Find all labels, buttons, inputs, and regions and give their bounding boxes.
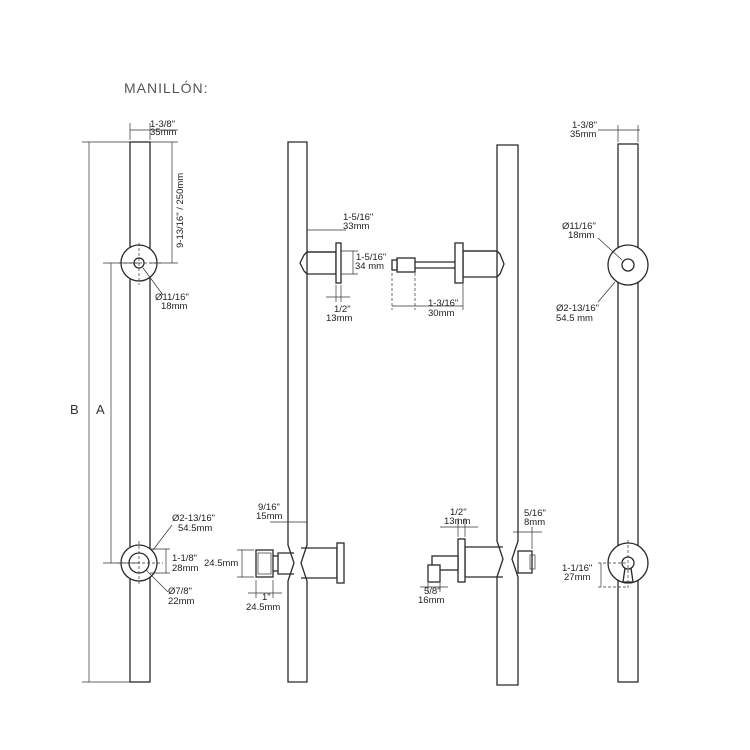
v3-bolt-in: 1-3/16"	[428, 298, 458, 309]
dim-B: B	[70, 402, 79, 417]
v1-rose-in: Ø2-13/16"	[172, 513, 215, 524]
v2-bot-in: 1"	[262, 592, 271, 603]
v4-rose-in: Ø2-13/16"	[556, 303, 599, 314]
v1-hole-mm: 18mm	[161, 301, 187, 312]
v2-neck-mm: 15mm	[256, 511, 282, 522]
v3-thick-mm: 13mm	[444, 516, 470, 527]
v3-bolt-mm: 30mm	[428, 308, 454, 319]
v2-plate-mm: 34 mm	[355, 261, 384, 272]
v4-off-mm: 27mm	[564, 572, 590, 583]
v4-hole-in: Ø11/16"	[562, 221, 596, 232]
v2-stand-in: 1-5/16"	[343, 212, 373, 223]
side-view-left: 1-5/16" 33mm 1-5/16" 34 mm 1/2" 13mm 9/1…	[204, 141, 386, 683]
v1-hole-in: Ø11/16"	[155, 292, 189, 303]
v1-width-mm: 35mm	[150, 127, 176, 138]
v1-rose-mm: 54.5mm	[178, 523, 212, 534]
v2-thick-in: 1/2"	[334, 304, 351, 315]
v4-off-in: 1-1/16"	[562, 563, 592, 574]
front-view-dimensions: 1-3/8" 35mm 9-13/16" / 250mm B A Ø11/16"…	[70, 119, 215, 683]
v4-width-in: 1-3/8"	[572, 120, 597, 131]
v3-stub-mm: 16mm	[418, 595, 444, 606]
v2-side-mm: 24.5mm	[204, 558, 238, 569]
title: MANILLÓN:	[124, 80, 208, 96]
v2-thick-mm: 13mm	[326, 313, 352, 324]
dim-A: A	[96, 402, 105, 417]
v2-stand-mm: 33mm	[343, 221, 369, 232]
v1-top-dim: 9-13/16" / 250mm	[175, 173, 186, 248]
v4-rose-mm: 54.5 mm	[556, 313, 593, 324]
v2-bot-mm: 24.5mm	[246, 602, 280, 613]
v2-neck-in: 9/16"	[258, 502, 280, 513]
v4-hole-mm: 18mm	[568, 230, 594, 241]
v1-bolt-mm: 22mm	[168, 596, 194, 607]
v1-off-mm: 28mm	[172, 563, 198, 574]
rear-view: 1-3/8" 35mm Ø11/16" 18mm Ø2-13/16" 54.5 …	[556, 120, 649, 683]
v1-off-in: 1-1/8"	[172, 553, 197, 564]
v3-neck-in: 5/16"	[524, 508, 546, 519]
v3-neck-mm: 8mm	[524, 517, 545, 528]
v4-width-mm: 35mm	[570, 129, 596, 140]
v1-width-in: 1-3/8"	[150, 119, 175, 130]
side-view-right: 1-3/16" 30mm 1/2" 13mm 5/16" 8mm 5/8" 16…	[391, 144, 546, 686]
v1-bolt-in: Ø7/8"	[168, 586, 192, 597]
v2-plate-in: 1-5/16"	[356, 252, 386, 263]
v3-thick-in: 1/2"	[450, 507, 467, 518]
v3-stub-in: 5/8"	[424, 586, 441, 597]
